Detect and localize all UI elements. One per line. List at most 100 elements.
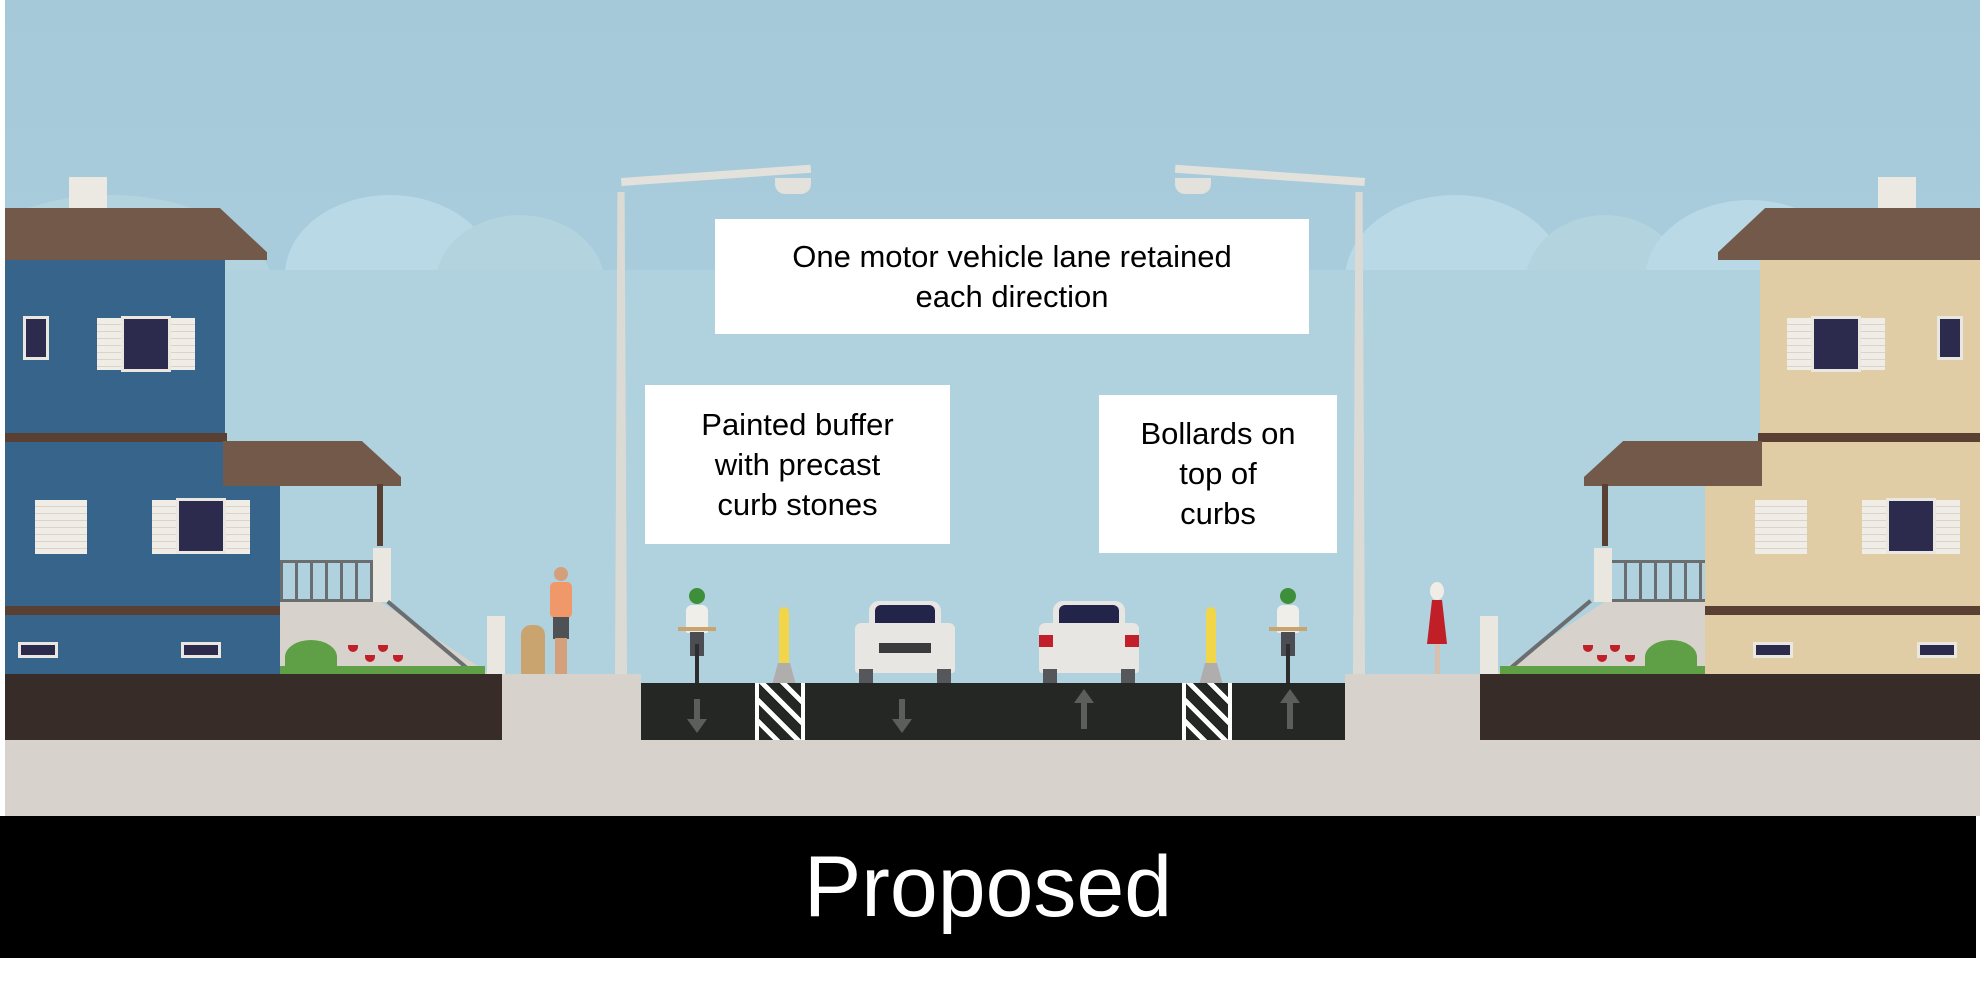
trim	[5, 433, 227, 442]
grass	[280, 666, 485, 674]
ground-band	[5, 740, 1980, 816]
shutter	[1862, 500, 1886, 554]
porch-post	[1594, 548, 1612, 602]
roof	[5, 208, 267, 260]
pedestrian-head	[1430, 582, 1444, 600]
stair-post	[1480, 616, 1498, 674]
tire	[937, 669, 951, 683]
windshield	[875, 605, 935, 625]
label-line: curbs	[1180, 496, 1256, 531]
pedestrian-legs	[555, 638, 567, 676]
window	[121, 316, 171, 372]
porch-column	[377, 484, 383, 546]
tail-light	[1125, 635, 1139, 647]
flower	[365, 655, 375, 662]
street-light-head	[775, 178, 811, 194]
grille	[879, 643, 931, 653]
chimney	[69, 177, 107, 209]
bike-wheel	[695, 644, 699, 684]
grass	[1500, 666, 1705, 674]
trim	[1702, 606, 1980, 615]
roadway	[641, 683, 1345, 740]
chimney	[1878, 177, 1916, 209]
dog	[521, 625, 545, 677]
cyclist-body	[686, 605, 708, 633]
tire	[1121, 669, 1135, 683]
bollard	[1206, 607, 1216, 679]
basement-window	[1753, 642, 1793, 658]
trim	[5, 606, 283, 615]
label-line: top of	[1179, 456, 1257, 491]
pedestrian-shorts	[553, 617, 569, 639]
flower	[1610, 645, 1620, 652]
street-light-head	[1175, 178, 1211, 194]
label-line: One motor vehicle lane retained	[792, 238, 1232, 274]
precast-curb	[772, 663, 796, 685]
street-light-pole	[1353, 192, 1365, 674]
bike-handlebar	[1269, 627, 1307, 631]
precast-curb	[1199, 663, 1223, 685]
label-bollards: Bollards on top of curbs	[1099, 395, 1337, 553]
painted-buffer	[755, 683, 805, 740]
car-body	[1039, 623, 1139, 673]
sidewalk-left	[502, 674, 641, 740]
flower	[1597, 655, 1607, 662]
shutter	[1755, 500, 1807, 554]
bike-lane-arrow-down	[687, 699, 707, 733]
bike-handlebar	[678, 627, 716, 631]
tire	[1043, 669, 1057, 683]
label-painted-buffer: Painted buffer with precast curb stones	[645, 385, 950, 544]
label-line: Bollards on	[1140, 416, 1296, 451]
pedestrian-dress	[1427, 600, 1447, 644]
front-yard-base-right	[1480, 674, 1980, 740]
sidewalk-right	[1345, 674, 1480, 740]
travel-lane-arrow-down	[892, 699, 912, 733]
shutter	[1787, 318, 1811, 370]
car-front-view	[855, 599, 955, 683]
window	[1937, 316, 1963, 360]
basement-window	[181, 642, 221, 658]
cyclist-helmet	[689, 588, 705, 604]
porch-railing	[280, 560, 376, 602]
pedestrian-shirt	[550, 582, 572, 618]
label-line: each direction	[915, 278, 1109, 314]
label-line: Painted buffer	[701, 406, 894, 442]
tail-light	[1039, 635, 1053, 647]
pedestrian-legs	[1435, 644, 1440, 676]
front-yard-base-left	[5, 674, 502, 740]
cyclist-helmet	[1280, 588, 1296, 604]
street-scene: One motor vehicle lane retained each dir…	[5, 0, 1980, 816]
trim	[1758, 433, 1980, 442]
window	[23, 316, 49, 360]
shutter	[1861, 318, 1885, 370]
porch-column	[1602, 484, 1608, 546]
shutter	[1936, 500, 1960, 554]
flower	[348, 645, 358, 652]
bike-lane-arrow-up	[1280, 689, 1300, 729]
caption-bar: Proposed	[0, 816, 1976, 958]
painted-buffer	[1182, 683, 1232, 740]
porch-railing	[1609, 560, 1705, 602]
shutter	[226, 500, 250, 554]
flower	[393, 655, 403, 662]
window	[176, 498, 226, 554]
label-line: curb stones	[717, 486, 878, 522]
cyclist-body	[1277, 605, 1299, 633]
pedestrian-head	[554, 567, 568, 581]
travel-lane-arrow-up	[1074, 689, 1094, 729]
bike-wheel	[1286, 644, 1290, 684]
shutter	[171, 318, 195, 370]
rear-window	[1059, 605, 1119, 625]
flower	[1625, 655, 1635, 662]
flower	[1583, 645, 1593, 652]
flower	[378, 645, 388, 652]
bollard	[779, 607, 789, 679]
porch-post	[373, 548, 391, 602]
roof	[1718, 208, 1980, 260]
label-motor-vehicle-lanes: One motor vehicle lane retained each dir…	[715, 219, 1309, 334]
stair-post	[487, 616, 505, 674]
window	[1886, 498, 1936, 554]
car-rear-view	[1039, 599, 1139, 683]
street-light-pole	[615, 192, 627, 674]
caption-title: Proposed	[803, 839, 1173, 935]
